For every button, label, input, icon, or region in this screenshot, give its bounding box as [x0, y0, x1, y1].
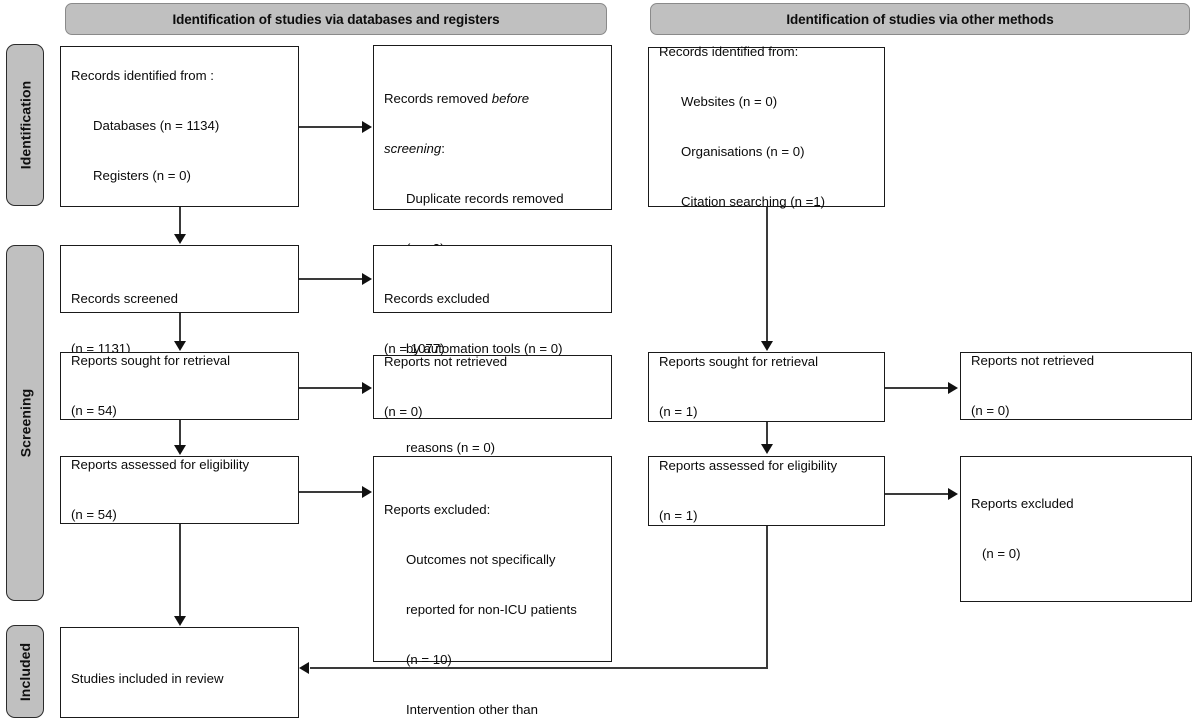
records-excluded-line2: (n = 1077) [384, 341, 445, 357]
banner-databases-registers: Identification of studies via databases … [65, 3, 607, 35]
reports-sought-left-line1: Reports sought for retrieval [71, 352, 231, 368]
box-reports-sought-left: Reports sought for retrieval (n = 54) [60, 352, 299, 420]
arrowhead-identified-other-to-sought-right [761, 341, 773, 351]
records-removed-line8: reasons (n = 0) [406, 440, 496, 456]
records-identified-line2: Databases (n = 1134) [93, 118, 220, 134]
arrowhead-assessed-to-included [174, 616, 186, 626]
studies-included-line1: Studies included in review [71, 671, 224, 687]
connector-assessed-to-included [179, 524, 181, 617]
reports-not-retrieved-right-line1: Reports not retrieved [971, 352, 1095, 368]
box-records-identified: Records identified from : Databases (n =… [60, 46, 299, 207]
connector-assessed-to-excluded-right [885, 493, 949, 495]
stage-label-included: Included [6, 625, 44, 718]
reports-excluded-right-line2: (n = 0) [971, 545, 1021, 561]
box-reports-not-retrieved-left: Reports not retrieved (n = 0) [373, 353, 612, 419]
box-records-identified-other: Records identified from: Websites (n = 0… [648, 43, 885, 209]
connector-identified-other-to-sought-right [766, 207, 768, 341]
reports-excluded-left-line4: (n = 10) [406, 651, 452, 667]
records-identified-other-line3: Organisations (n = 0) [681, 143, 805, 159]
stage-identification-text: Identification [17, 80, 34, 170]
banner-databases-label: Identification of studies via databases … [172, 11, 500, 27]
connector-assessed-right-to-included-vertical [766, 526, 768, 668]
reports-excluded-left-line5: Intervention other than [406, 701, 538, 717]
reports-sought-right-line2: (n = 1) [659, 403, 698, 419]
connector-sought-to-notretrieved-left [299, 387, 363, 389]
reports-excluded-left-line3: reported for non-ICU patients [406, 602, 577, 617]
records-removed-line6: by automation tools (n = 0) [406, 340, 563, 356]
arrowhead-screened-to-excluded [362, 273, 372, 285]
arrowhead-identified-to-removed [362, 121, 372, 133]
arrowhead-sought-to-assessed-right [761, 444, 773, 454]
records-identified-other-line4: Citation searching (n =1) [681, 193, 826, 209]
connector-screened-to-excluded [299, 278, 363, 280]
records-excluded-line1: Records excluded [384, 291, 490, 307]
arrowhead-sought-to-notretrieved-right [948, 382, 958, 394]
box-reports-not-retrieved-right: Reports not retrieved (n = 0) [960, 352, 1192, 420]
banner-other-methods-label: Identification of studies via other meth… [786, 11, 1054, 27]
arrowhead-sought-to-notretrieved-left [362, 382, 372, 394]
reports-assessed-left-line1: Reports assessed for eligibility [71, 456, 250, 472]
reports-excluded-left-line2: Outcomes not specifically [406, 552, 556, 568]
box-records-screened: Records screened (n = 1131) [60, 245, 299, 356]
reports-excluded-right-line1: Reports excluded [971, 495, 1074, 511]
box-reports-excluded-left: Reports excluded: Outcomes not specifica… [373, 456, 612, 717]
studies-included-line2: (n = 27) [71, 721, 288, 723]
arrowhead-screened-to-sought [174, 341, 186, 351]
records-identified-other-line1: Records identified from: [659, 43, 799, 59]
connector-identified-to-screened [179, 207, 181, 235]
reports-not-retrieved-left-line2: (n = 0) [384, 403, 423, 419]
stage-label-identification: Identification [6, 44, 44, 206]
reports-assessed-left-line2: (n = 54) [71, 506, 117, 522]
connector-sought-to-notretrieved-right [885, 387, 949, 389]
records-removed-line3: Duplicate records removed [406, 191, 564, 206]
reports-sought-left-line2: (n = 54) [71, 402, 117, 418]
records-identified-line3: Registers (n = 0) [93, 168, 191, 184]
connector-sought-to-assessed-right [766, 422, 768, 445]
reports-sought-right-line1: Reports sought for retrieval [659, 353, 819, 369]
records-removed-line1: Records removed before [384, 91, 530, 107]
box-reports-excluded-right: Reports excluded (n = 0) [960, 456, 1192, 602]
banner-other-methods: Identification of studies via other meth… [650, 3, 1190, 35]
arrowhead-identified-to-screened [174, 234, 186, 244]
reports-not-retrieved-right-line2: (n = 0) [971, 402, 1010, 418]
stage-label-screening: Screening [6, 245, 44, 601]
records-removed-line2: screening: [384, 141, 445, 157]
arrowhead-assessed-to-excluded-right [948, 488, 958, 500]
reports-assessed-right-line1: Reports assessed for eligibility [659, 457, 838, 473]
records-identified-other-line2: Websites (n = 0) [681, 93, 778, 109]
arrowhead-assessed-right-to-included [299, 662, 309, 674]
records-identified-line1: Records identified from : [71, 68, 214, 84]
box-records-removed: Records removed before screening: Duplic… [373, 45, 612, 455]
connector-assessed-right-to-included-horizontal [310, 667, 768, 669]
box-reports-sought-right: Reports sought for retrieval (n = 1) [648, 352, 885, 422]
reports-assessed-right-line2: (n = 1) [659, 507, 698, 523]
box-reports-assessed-right: Reports assessed for eligibility (n = 1) [648, 456, 885, 526]
records-screened-line1: Records screened [71, 291, 179, 307]
box-reports-assessed-left: Reports assessed for eligibility (n = 54… [60, 456, 299, 524]
arrowhead-assessed-to-excluded-left [362, 486, 372, 498]
reports-excluded-left-line1: Reports excluded: [384, 502, 491, 518]
stage-screening-text: Screening [17, 388, 33, 458]
connector-identified-to-removed [299, 126, 363, 128]
arrowhead-sought-to-assessed-left [174, 445, 186, 455]
connector-assessed-to-excluded-left [299, 491, 363, 493]
connector-screened-to-sought [179, 313, 181, 342]
stage-included-text: Included [17, 642, 34, 701]
box-studies-included: Studies included in review (n = 27) Repo… [60, 627, 299, 723]
connector-sought-to-assessed-left [179, 420, 181, 446]
box-records-excluded: Records excluded (n = 1077) [373, 245, 612, 356]
reports-not-retrieved-left-line1: Reports not retrieved [384, 353, 508, 369]
